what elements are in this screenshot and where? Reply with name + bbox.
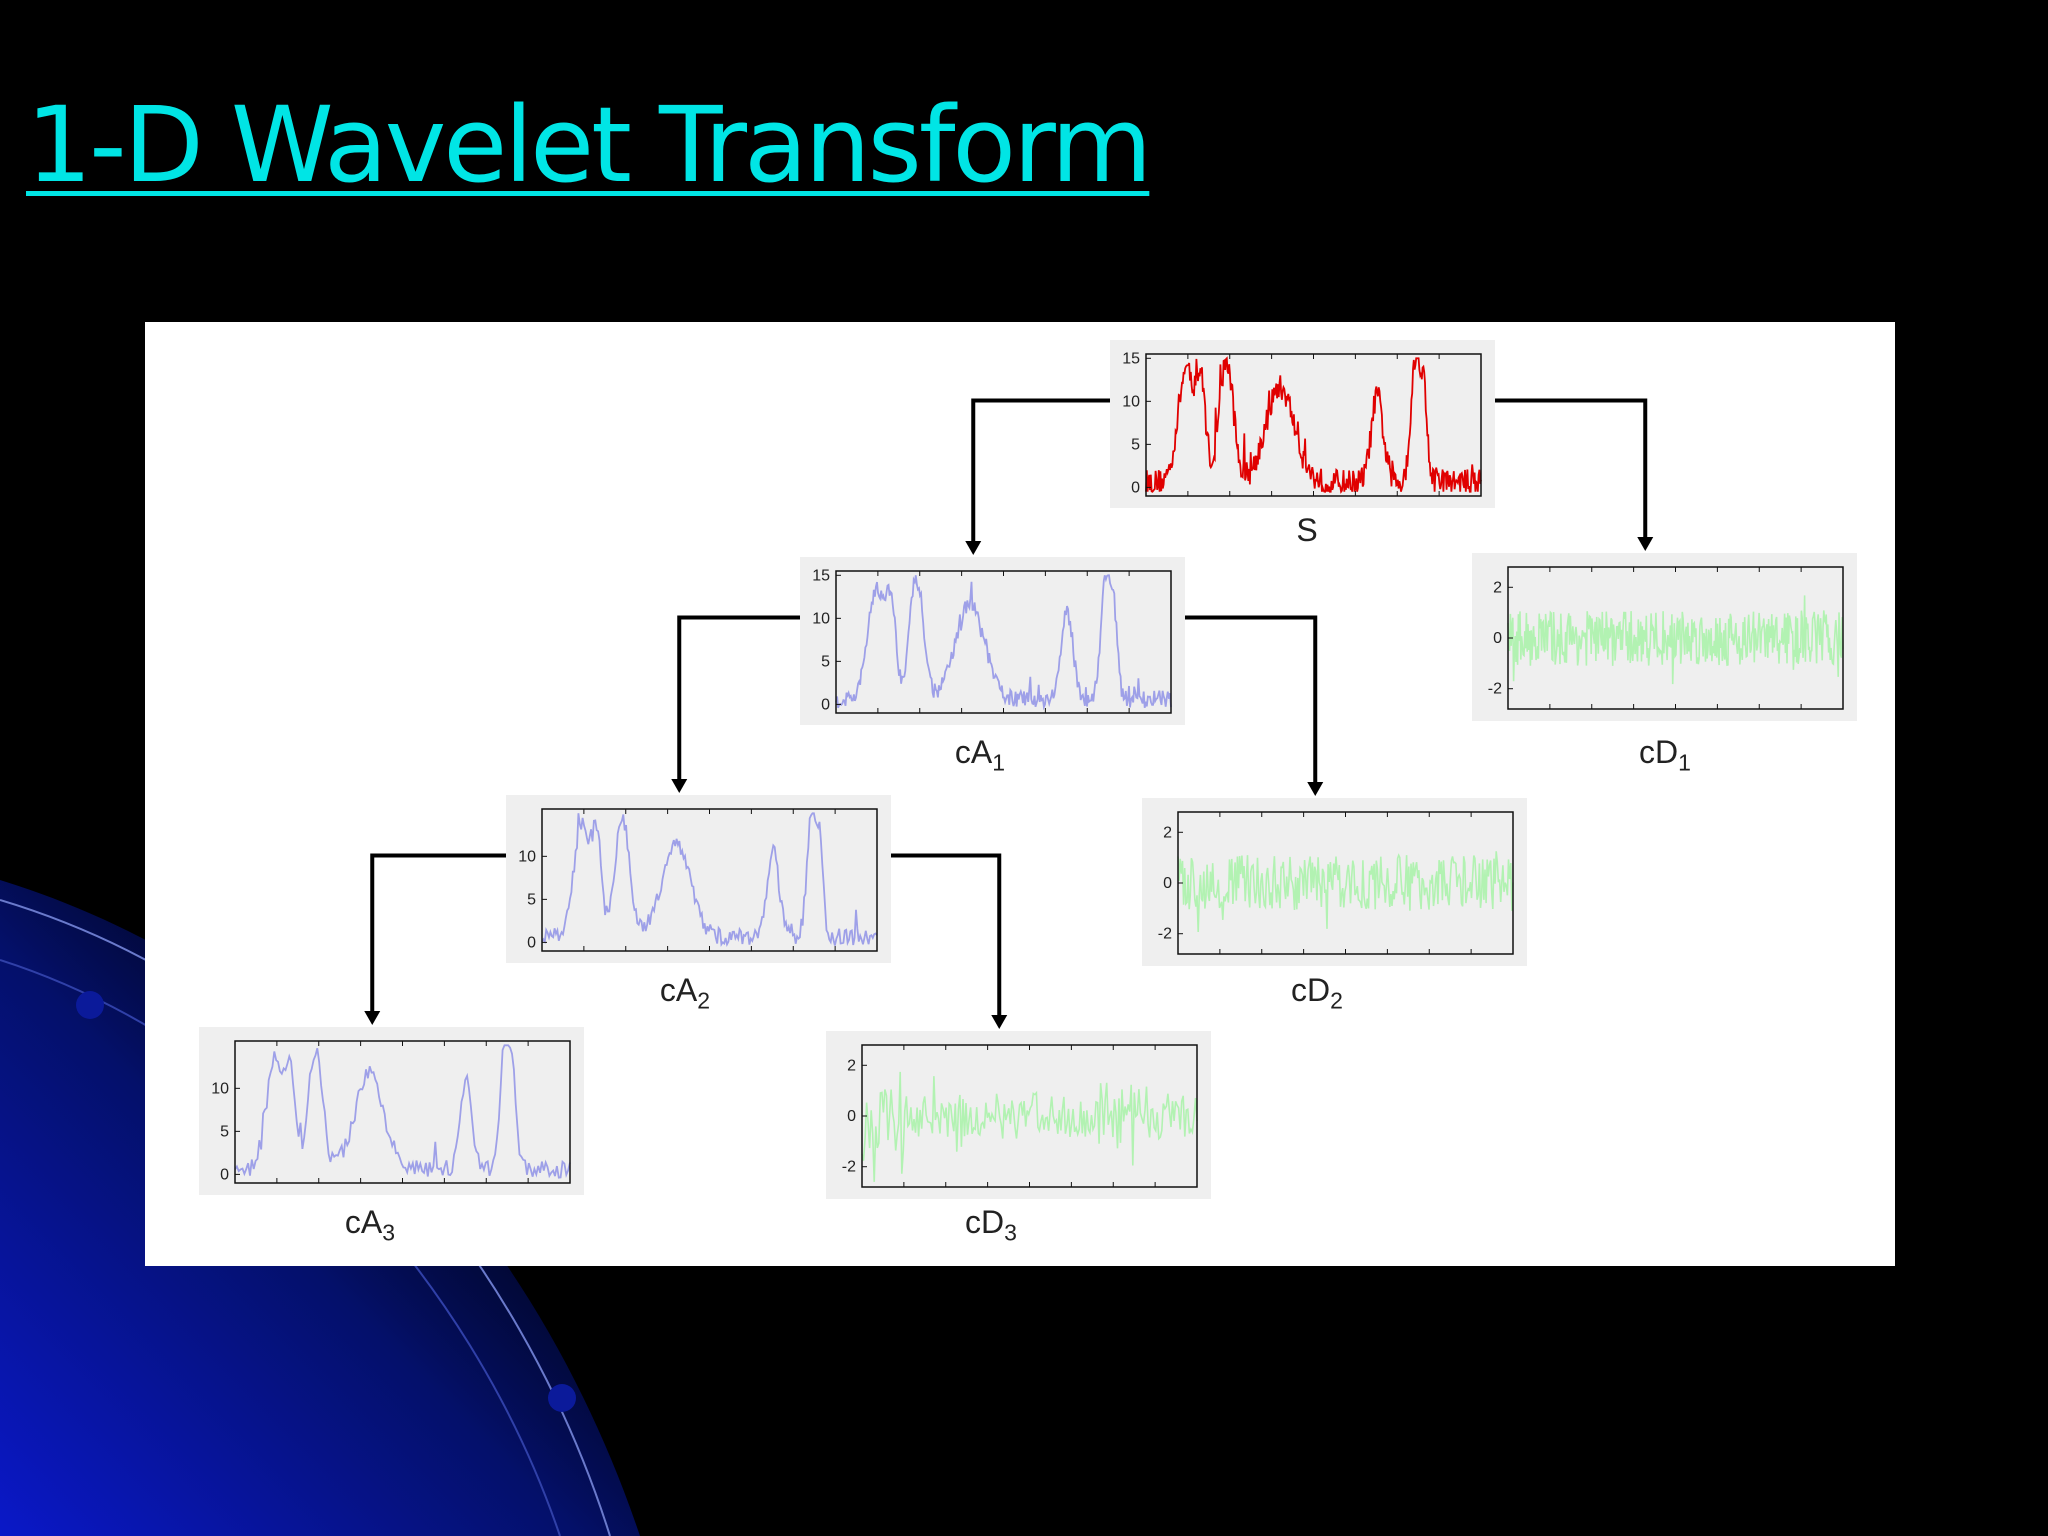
edge-arrowhead — [671, 779, 688, 793]
node-label-text: cA — [344, 1204, 383, 1240]
plot-cD1: -2 0 2 — [1472, 553, 1857, 721]
signal-trace — [541, 812, 878, 948]
node-label-S: S — [1207, 512, 1407, 549]
node-label-text: cD — [1639, 734, 1679, 770]
y-tick-label: 0 — [527, 934, 536, 951]
node-label-cD1: cD1 — [1565, 734, 1765, 776]
y-tick-label: -2 — [1158, 926, 1172, 943]
edge-S-to-cD1 — [1495, 398, 1654, 551]
edge-cA2-to-cA3 — [364, 853, 506, 1025]
plot-S: 0 5 10 15 — [1110, 340, 1495, 508]
y-tick-label: -2 — [1488, 681, 1502, 698]
node-label-text: cD — [965, 1204, 1005, 1240]
plot-background — [1110, 340, 1495, 508]
edge-cA2-to-cD3 — [891, 853, 1008, 1029]
y-tick-label: -2 — [842, 1159, 856, 1176]
y-tick-label: 0 — [1493, 630, 1502, 647]
edge-line — [370, 853, 506, 1015]
node-label-text: cA — [954, 734, 993, 770]
y-tick-label: 10 — [812, 610, 830, 627]
node-label-cD3: cD3 — [891, 1204, 1091, 1246]
plot-background — [506, 795, 891, 963]
y-tick-label: 5 — [1131, 436, 1140, 453]
node-label-cA1: cA1 — [880, 734, 1080, 776]
plot-background — [800, 557, 1185, 725]
plot-cA2: 0 5 10 — [506, 795, 891, 963]
edge-line — [971, 398, 1110, 545]
background-dot — [548, 1384, 576, 1412]
edge-line — [677, 615, 800, 783]
edge-line — [891, 853, 1002, 1019]
edge-arrowhead — [965, 541, 982, 555]
node-label-cA2: cA2 — [585, 972, 785, 1014]
edge-arrowhead — [364, 1011, 381, 1025]
node-label-cA3: cA3 — [270, 1204, 470, 1246]
node-label-subscript: 3 — [1004, 1219, 1017, 1246]
edge-cA1-to-cD2 — [1185, 615, 1324, 796]
y-tick-label: 10 — [211, 1080, 229, 1097]
node-label-subscript: 2 — [697, 987, 711, 1014]
y-tick-label: 5 — [220, 1123, 229, 1140]
y-tick-label: 0 — [220, 1166, 229, 1183]
y-tick-label: 0 — [1163, 875, 1172, 892]
decomposition-tree-svg: 0 5 10 15 0 5 10 15 -2 0 2 0 5 10 -2 0 2 0 5 10 -2 0 2 — [199, 340, 1857, 1199]
y-tick-label: 15 — [812, 567, 830, 584]
node-label-subscript: 2 — [1330, 987, 1343, 1014]
node-label-text: S — [1296, 512, 1318, 548]
y-tick-label: 0 — [1131, 479, 1140, 496]
edge-line — [1495, 398, 1648, 541]
edge-arrowhead — [1637, 537, 1654, 551]
edge-S-to-cA1 — [965, 398, 1110, 555]
edge-arrowhead — [991, 1015, 1008, 1029]
node-label-subscript: 1 — [1678, 749, 1691, 776]
y-tick-label: 10 — [1122, 393, 1140, 410]
y-tick-label: 15 — [1122, 350, 1140, 367]
node-label-text: cA — [659, 972, 698, 1008]
signal-trace — [1507, 595, 1844, 685]
plot-cD3: -2 0 2 — [826, 1031, 1211, 1199]
edge-arrowhead — [1307, 782, 1324, 796]
y-tick-label: 2 — [1493, 579, 1502, 596]
signal-trace — [1145, 356, 1482, 494]
node-label-subscript: 1 — [992, 749, 1006, 776]
slide-title: 1-D Wavelet Transform — [26, 84, 1152, 206]
y-tick-label: 2 — [1163, 824, 1172, 841]
signal-trace — [1177, 851, 1514, 933]
edge-line — [1185, 615, 1318, 786]
plot-cA1: 0 5 10 15 — [800, 557, 1185, 725]
node-label-cD2: cD2 — [1217, 972, 1417, 1014]
signal-trace — [861, 1071, 1198, 1182]
y-tick-label: 5 — [527, 891, 536, 908]
background-dot — [76, 991, 104, 1019]
y-tick-label: 0 — [847, 1108, 856, 1125]
plot-cA3: 0 5 10 — [199, 1027, 584, 1195]
plot-background — [199, 1027, 584, 1195]
y-tick-label: 10 — [518, 848, 536, 865]
y-tick-label: 0 — [821, 696, 830, 713]
plot-cD2: -2 0 2 — [1142, 798, 1527, 966]
node-label-text: cD — [1291, 972, 1331, 1008]
y-tick-label: 5 — [821, 653, 830, 670]
y-tick-label: 2 — [847, 1057, 856, 1074]
signal-trace — [835, 574, 1172, 711]
edge-cA1-to-cA2 — [671, 615, 800, 793]
signal-trace — [234, 1044, 571, 1179]
node-label-subscript: 3 — [382, 1219, 396, 1246]
